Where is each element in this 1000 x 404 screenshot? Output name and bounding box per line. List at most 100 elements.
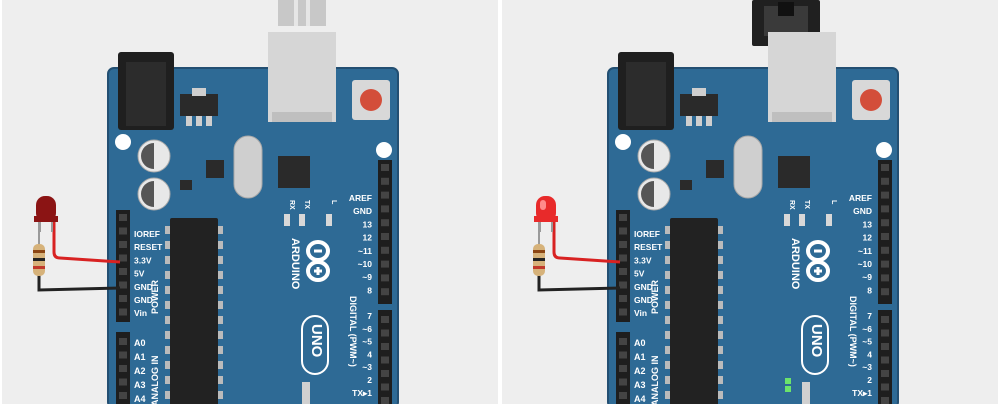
chip-pin	[218, 241, 223, 249]
header-socket[interactable]	[881, 177, 889, 185]
header-socket[interactable]	[381, 397, 389, 404]
header-socket[interactable]	[381, 288, 389, 296]
header-socket[interactable]	[381, 233, 389, 240]
analog-title-wrap: ANALOG IN	[650, 356, 660, 404]
header-socket[interactable]	[619, 268, 627, 275]
header-socket[interactable]	[881, 219, 889, 227]
header-socket[interactable]	[381, 343, 389, 350]
board-led	[826, 214, 832, 226]
small-chip	[706, 160, 724, 178]
led-glow	[540, 200, 546, 210]
digital-pin-label: 4	[867, 349, 872, 359]
usb-port	[268, 32, 336, 122]
logo-plus	[314, 267, 322, 275]
header-socket[interactable]	[619, 214, 627, 221]
header-socket[interactable]	[119, 378, 127, 386]
power-header	[116, 210, 130, 322]
board-led-label: RX	[788, 200, 795, 210]
header-socket[interactable]	[881, 274, 889, 282]
header-socket[interactable]	[381, 246, 389, 254]
header-socket[interactable]	[881, 205, 889, 213]
red-wire	[552, 220, 621, 264]
capacitor-mark	[641, 181, 654, 207]
capacitor-mark	[641, 143, 654, 169]
header-socket[interactable]	[881, 164, 889, 171]
header-socket[interactable]	[619, 281, 627, 289]
header-socket[interactable]	[881, 356, 889, 364]
chip-pin	[165, 226, 170, 234]
header-socket[interactable]	[381, 356, 389, 364]
header-socket[interactable]	[119, 241, 127, 248]
header-socket[interactable]	[381, 219, 389, 227]
header-socket[interactable]	[119, 295, 127, 302]
header-socket[interactable]	[619, 295, 627, 302]
header-socket[interactable]	[119, 214, 127, 221]
header-socket[interactable]	[881, 316, 889, 323]
header-socket[interactable]	[881, 397, 889, 404]
header-socket[interactable]	[881, 370, 889, 377]
brand-label: ARDUINO	[789, 238, 801, 290]
header-socket[interactable]	[381, 191, 389, 199]
header-socket[interactable]	[119, 227, 127, 235]
chip-pin	[218, 256, 223, 264]
header-socket[interactable]	[381, 316, 389, 323]
header-socket[interactable]	[881, 191, 889, 199]
chip-pin	[718, 376, 723, 384]
resistor-band	[533, 250, 545, 253]
header-socket[interactable]	[881, 246, 889, 254]
header-socket[interactable]	[881, 233, 889, 240]
header-socket[interactable]	[619, 351, 627, 359]
header-socket[interactable]	[381, 260, 389, 268]
header-socket[interactable]	[619, 254, 627, 262]
usb-cable	[278, 0, 326, 26]
header-socket[interactable]	[119, 351, 127, 359]
header-socket[interactable]	[619, 378, 627, 386]
header-socket[interactable]	[119, 308, 127, 316]
header-socket[interactable]	[881, 329, 889, 337]
chip-pin	[165, 361, 170, 369]
dc-jack-inner	[626, 62, 666, 126]
header-socket[interactable]	[619, 227, 627, 235]
digital-pin-label: 12	[363, 233, 373, 243]
header-socket[interactable]	[119, 338, 127, 345]
chip-pin	[218, 376, 223, 384]
header-socket[interactable]	[119, 281, 127, 289]
header-socket[interactable]	[381, 329, 389, 337]
header-socket[interactable]	[881, 343, 889, 350]
analog-pin-label: A2	[634, 366, 646, 376]
power-pin-label: Vin	[134, 308, 147, 318]
header-socket[interactable]	[381, 205, 389, 213]
analog-pin-label: A0	[134, 338, 146, 348]
header-socket[interactable]	[619, 241, 627, 248]
reset-button-cap[interactable]	[860, 89, 882, 111]
header-socket[interactable]	[381, 274, 389, 282]
chip-pin	[665, 256, 670, 264]
regulator-tab	[692, 88, 706, 96]
header-socket[interactable]	[381, 177, 389, 185]
header-socket[interactable]	[119, 254, 127, 262]
header-socket[interactable]	[381, 164, 389, 171]
digital-pin-label: 12	[863, 233, 873, 243]
header-socket[interactable]	[619, 308, 627, 316]
header-socket[interactable]	[119, 392, 127, 399]
header-socket[interactable]	[881, 383, 889, 391]
board-led	[799, 214, 805, 226]
header-socket[interactable]	[881, 260, 889, 268]
reset-button-cap[interactable]	[360, 89, 382, 111]
capacitor-mark	[141, 143, 154, 169]
uno-wrap: UNO	[808, 324, 825, 358]
header-socket[interactable]	[619, 392, 627, 399]
header-socket[interactable]	[881, 288, 889, 296]
header-socket[interactable]	[381, 383, 389, 391]
header-socket[interactable]	[119, 268, 127, 275]
header-socket[interactable]	[619, 365, 627, 372]
header-socket[interactable]	[619, 338, 627, 345]
chip-pin	[165, 241, 170, 249]
analog-title: ANALOG IN	[650, 356, 660, 404]
header-socket[interactable]	[381, 370, 389, 377]
header-socket[interactable]	[119, 365, 127, 372]
led-label-wrap: L	[330, 200, 337, 205]
chip-pin	[665, 301, 670, 309]
analog-title: ANALOG IN	[150, 356, 160, 404]
